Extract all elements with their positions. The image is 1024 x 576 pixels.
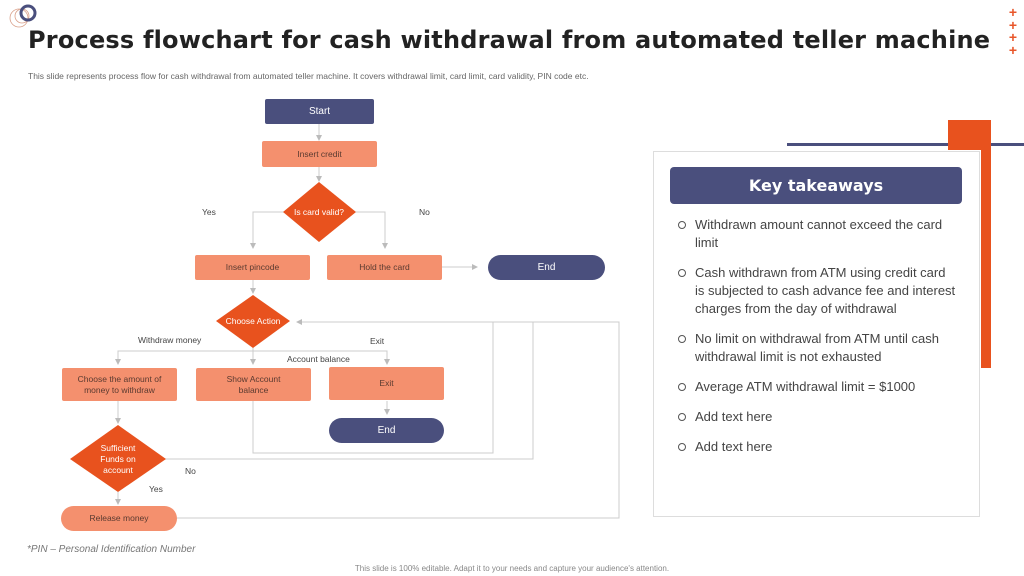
decision-diamond-card-valid: [283, 182, 356, 242]
decision-diamond-sufficient-funds: [70, 425, 166, 492]
page-subtitle: This slide represents process flow for c…: [28, 71, 589, 81]
flow-label-is-card-valid: Is card valid?: [293, 206, 345, 217]
flow-node-end-2: End: [329, 418, 444, 443]
circle-bullet-icon: [678, 383, 686, 391]
decorative-orange-square: [948, 120, 991, 150]
flow-node-show-balance: Show Account balance: [196, 368, 311, 401]
circle-bullet-icon: [678, 443, 686, 451]
flow-node-exit: Exit: [329, 367, 444, 400]
flow-node-end-1: End: [488, 255, 605, 280]
circle-bullet-icon: [678, 335, 686, 343]
flow-label-choose-action: Choose Action: [225, 315, 281, 326]
flow-label-sufficient-funds: Sufficient Funds on account: [100, 442, 136, 475]
flow-node-start: Start: [265, 99, 374, 124]
page-title: Process flowchart for cash withdrawal fr…: [28, 26, 991, 54]
edge-label-yes: Yes: [149, 484, 163, 494]
edge-label-no: No: [185, 466, 196, 476]
edge-label-no: No: [419, 207, 430, 217]
connector: [355, 211, 388, 249]
footer-note: This slide is 100% editable. Adapt it to…: [354, 564, 670, 573]
plus-icon: +: [1008, 29, 1018, 45]
footnote: *PIN – Personal Identification Number: [27, 544, 196, 555]
flow-node-hold-card: Hold the card: [327, 255, 442, 280]
takeaway-item: Cash withdrawn from ATM using credit car…: [678, 264, 958, 318]
edge-label-account-balance: Account balance: [287, 354, 350, 364]
loop-connector: [163, 321, 534, 460]
takeaway-item: Add text here: [678, 438, 958, 456]
flow-node-insert-credit: Insert credit: [262, 141, 377, 167]
loop-connector: [177, 321, 620, 519]
takeaway-item: Withdrawn amount cannot exceed the card …: [678, 216, 958, 252]
flow-node-release-money: Release money: [61, 506, 177, 531]
takeaway-item: Average ATM withdrawal limit = $1000: [678, 378, 958, 396]
takeaway-item: Add text here: [678, 408, 958, 426]
takeaway-item: No limit on withdrawal from ATM until ca…: [678, 330, 958, 366]
plus-icon: +: [1008, 16, 1018, 33]
key-takeaways-title: Key takeaways: [670, 167, 962, 204]
decorative-navy-line: [787, 143, 1024, 146]
flow-node-choose-amount: Choose the amount of money to withdraw: [62, 368, 177, 401]
decision-diamond-choose-action: [216, 295, 290, 348]
plus-icon: +: [1008, 4, 1018, 20]
key-takeaways-list: Withdrawn amount cannot exceed the card …: [678, 216, 958, 468]
decorative-plus-stack: + + + +: [1006, 4, 1020, 58]
connector: [250, 211, 285, 249]
flow-node-insert-pincode: Insert pincode: [195, 255, 310, 280]
edge-label-withdraw-money: Withdraw money: [138, 335, 202, 345]
decorative-orange-bar: [981, 146, 991, 368]
loop-connector: [252, 319, 494, 454]
key-takeaways-panel: [653, 151, 980, 517]
circle-bullet-icon: [678, 221, 686, 229]
edge-label-exit: Exit: [370, 336, 385, 346]
circle-bullet-icon: [678, 413, 686, 421]
edge-label-yes: Yes: [202, 207, 216, 217]
plus-icon: +: [1008, 41, 1018, 58]
circle-bullet-icon: [678, 269, 686, 277]
logo-rings-icon: [9, 4, 37, 28]
